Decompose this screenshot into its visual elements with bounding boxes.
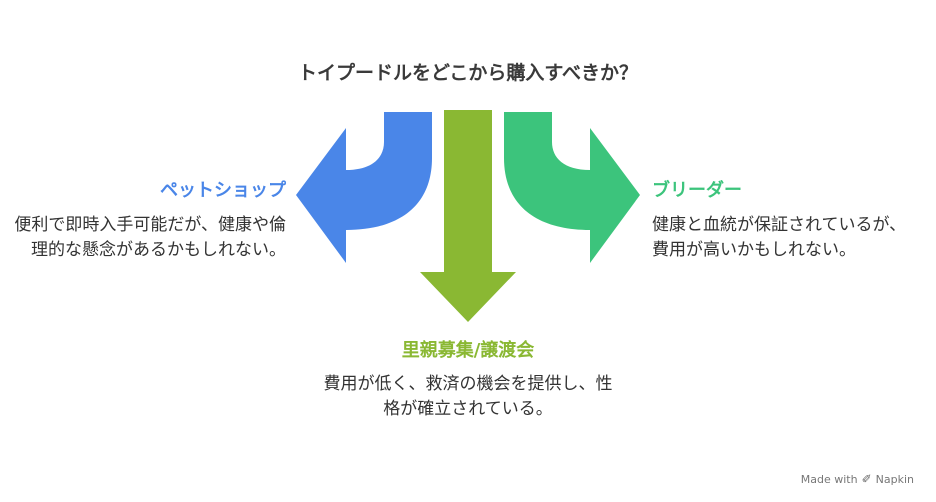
napkin-brand: Napkin bbox=[875, 472, 914, 486]
diagram-title: トイプードルをどこから購入すべきか？ bbox=[297, 62, 639, 84]
right-option-label: ブリーダー bbox=[652, 180, 742, 201]
made-with-napkin[interactable]: Made with ✐ Napkin bbox=[801, 472, 914, 486]
left-arrow bbox=[296, 112, 432, 263]
center-option-label: 里親募集/譲渡会 bbox=[401, 340, 535, 361]
right-arrow bbox=[504, 112, 640, 263]
made-with-text: Made with bbox=[800, 472, 858, 486]
center-arrow bbox=[420, 110, 516, 322]
left-option-label: ペットショップ bbox=[160, 180, 286, 201]
napkin-logo-icon: ✐ bbox=[861, 472, 872, 486]
right-option-description: 健康と血統が保証されているが、費用が高いかもしれない。 bbox=[652, 215, 907, 260]
center-option-description: 費用が低く、救済の機会を提供し、性格が確立されている。 bbox=[323, 374, 613, 419]
left-option-description: 便利で即時入手可能だが、健康や倫理的な懸念があるかもしれない。 bbox=[14, 215, 286, 260]
